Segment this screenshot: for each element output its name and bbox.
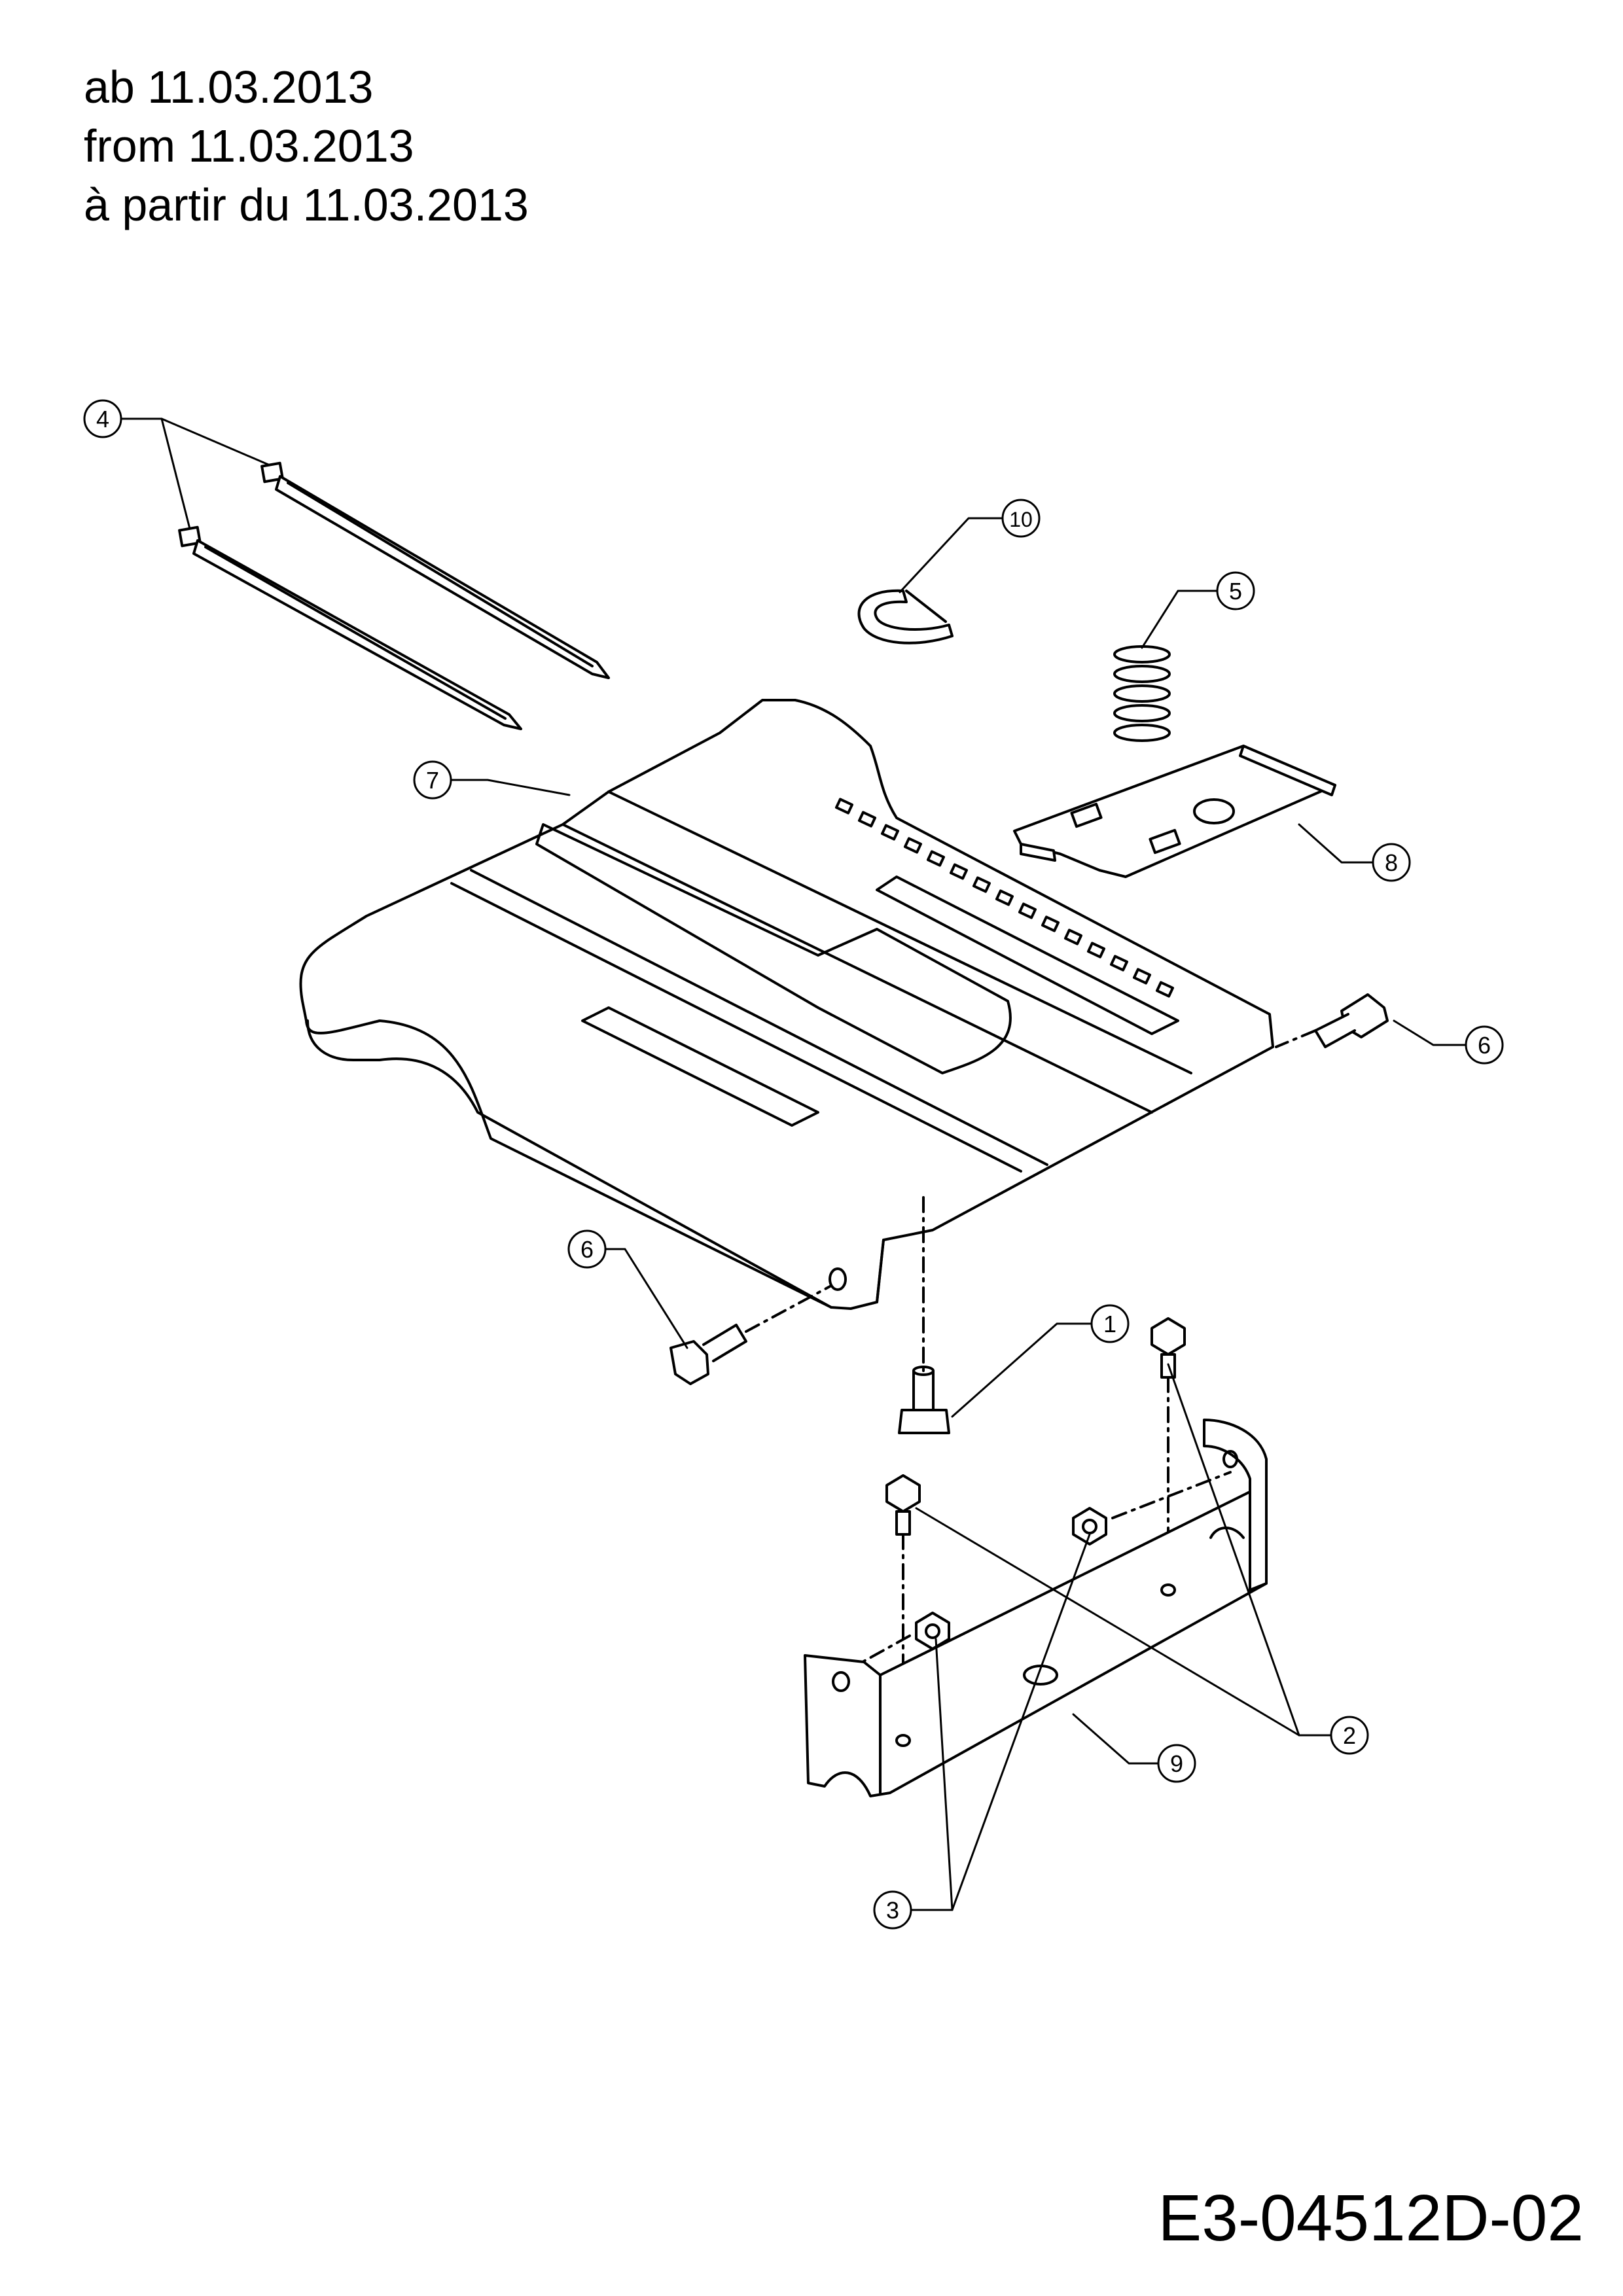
callout-item-3: 3 (873, 1890, 912, 1930)
date-line-french: à partir du 11.03.2013 (84, 179, 529, 230)
callout-item-2: 2 (1330, 1716, 1369, 1755)
callout-item-8: 8 (1372, 843, 1411, 882)
svg-text:2: 2 (1343, 1722, 1356, 1749)
callout-item-9: 9 (1157, 1744, 1196, 1783)
svg-text:4: 4 (96, 406, 109, 433)
vent-slots (834, 798, 1175, 998)
pivot-pin-part (898, 1196, 950, 1434)
main-plate-part (299, 699, 1274, 1310)
callout-item-5: 5 (1216, 571, 1255, 610)
svg-text:8: 8 (1385, 849, 1398, 876)
callout-item-10: 10 (1001, 499, 1041, 538)
svg-text:9: 9 (1170, 1750, 1183, 1777)
date-line-german: ab 11.03.2013 (84, 62, 374, 113)
shoulder-bolt-right-part (1275, 993, 1389, 1048)
cable-ties-part (178, 461, 610, 730)
spring-part (1113, 645, 1171, 742)
clip-part (857, 589, 954, 645)
bracket-plate-part (1013, 745, 1336, 878)
flange-nut-right-part (1072, 1471, 1232, 1545)
svg-text:6: 6 (1478, 1032, 1491, 1059)
mounting-bracket-part (804, 1419, 1268, 1797)
document-number: E3-04512D-02 (1158, 2181, 1584, 2255)
callout-item-6-right: 6 (1465, 1025, 1504, 1065)
callout-item-7: 7 (413, 760, 452, 800)
callout-item-1: 1 (1090, 1304, 1130, 1343)
callout-balloons: 4 10 5 7 8 6 6 1 (83, 399, 1504, 1930)
flange-bolt-left-part (885, 1474, 921, 1742)
svg-text:7: 7 (426, 767, 439, 794)
flange-bolt-right-part (1150, 1317, 1186, 1591)
callout-item-4: 4 (83, 399, 122, 438)
svg-text:1: 1 (1103, 1311, 1116, 1337)
svg-text:6: 6 (580, 1236, 594, 1263)
svg-text:5: 5 (1229, 578, 1242, 605)
svg-text:3: 3 (886, 1897, 899, 1924)
effective-date-header: ab 11.03.2013 from 11.03.2013 à partir d… (84, 58, 529, 234)
svg-text:10: 10 (1009, 508, 1033, 531)
flange-nut-left-part (849, 1612, 950, 1670)
shoulder-bolt-left-part (669, 1284, 832, 1385)
callout-item-6-left: 6 (567, 1229, 607, 1269)
date-line-english: from 11.03.2013 (84, 120, 414, 171)
